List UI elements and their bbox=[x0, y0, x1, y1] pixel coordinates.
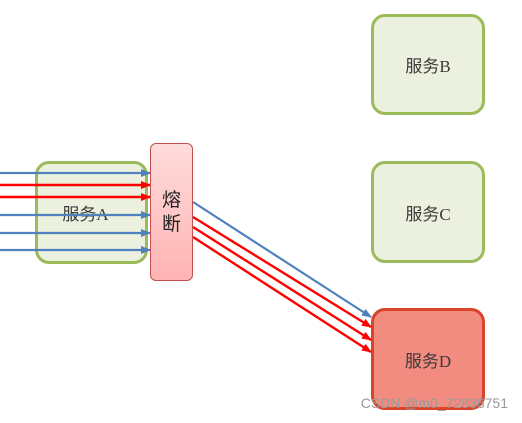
outgoing-arrow-red-1 bbox=[192, 215, 372, 329]
service-d-label: 服务D bbox=[404, 351, 452, 371]
service-c-box: 服务C bbox=[371, 161, 485, 263]
circuit-breaker-box: 熔 断 bbox=[150, 143, 193, 281]
outgoing-arrow-red-3 bbox=[192, 235, 372, 354]
circuit-breaker-char-1: 熔 bbox=[161, 189, 181, 211]
service-b-label: 服务B bbox=[405, 57, 451, 76]
watermark-text: CSDN @m0_72836751 bbox=[360, 395, 508, 411]
outgoing-arrow-red-2 bbox=[192, 225, 372, 342]
circuit-breaker-char-2: 断 bbox=[161, 213, 181, 235]
service-d-box: 服务D bbox=[371, 308, 485, 410]
outgoing-arrow-blue bbox=[192, 201, 372, 318]
service-c-label: 服务C bbox=[405, 204, 451, 224]
service-b-box: 服务B bbox=[371, 14, 485, 115]
